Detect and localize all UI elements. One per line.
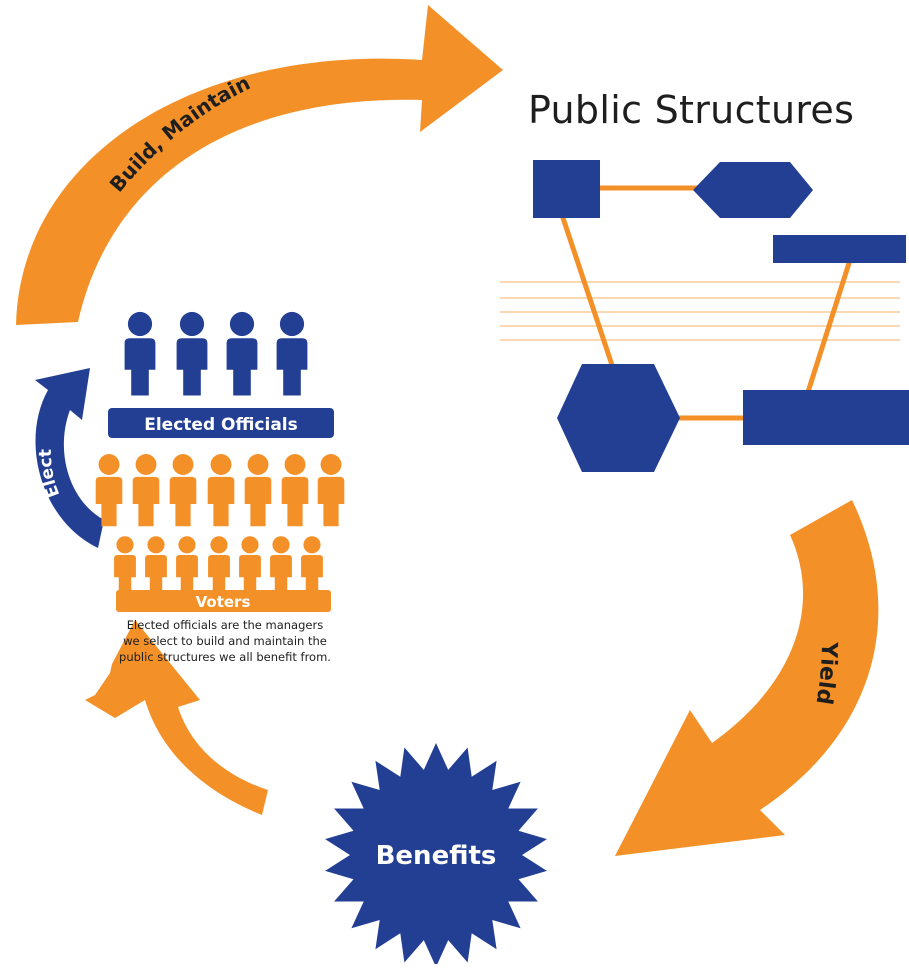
bar-structure-top-shape — [773, 235, 906, 263]
voter-figure — [270, 536, 292, 596]
structure-connectors — [559, 185, 853, 421]
officials-figures — [124, 311, 308, 396]
voter-figure — [208, 536, 230, 596]
return-arrow — [85, 620, 268, 815]
square-structure-shape — [533, 160, 600, 218]
build-maintain-arrow — [16, 5, 503, 325]
hexagon-structure-top-shape — [693, 162, 813, 218]
voter-figure — [132, 454, 160, 527]
elected-officials-label: Elected Officials — [144, 415, 298, 435]
voter-figure — [301, 536, 323, 596]
elected-official-figure — [276, 311, 308, 396]
hexagon-structure-bottom-shape — [557, 364, 680, 472]
elected-official-figure — [124, 311, 156, 396]
elected-official-figure — [176, 311, 208, 396]
caption-line-2: we select to build and maintain the — [123, 634, 327, 648]
voters-banner — [116, 590, 331, 612]
benefits-starburst-shape — [325, 743, 547, 967]
voter-figure — [317, 454, 345, 527]
voter-figure — [244, 454, 272, 527]
voters-label: Voters — [196, 593, 251, 611]
voter-figure — [281, 454, 309, 527]
benefits-label: Benefits — [376, 841, 497, 871]
voter-figure — [169, 454, 197, 527]
voter-figure — [145, 536, 167, 596]
diagram-caption: Elected officials are the managers we se… — [70, 617, 380, 665]
public-structures-title: Public Structures — [528, 88, 855, 132]
voter-figure — [95, 454, 123, 527]
elected-official-figure — [226, 311, 258, 396]
public-structures-network — [500, 160, 909, 472]
elected-officials-group: Elected Officials — [108, 311, 334, 438]
caption-line-3: public structures we all benefit from. — [119, 650, 331, 664]
voters-group: Voters — [95, 454, 345, 612]
voter-figure — [114, 536, 136, 596]
caption-line-1: Elected officials are the managers — [126, 618, 324, 632]
voters-figures-row-1 — [95, 454, 345, 527]
elected-officials-banner — [108, 408, 334, 438]
voter-figure — [207, 454, 235, 527]
yield-arrow — [615, 500, 879, 856]
bar-structure-bottom-shape — [743, 390, 909, 445]
voter-figure — [239, 536, 261, 596]
benefits-badge: Benefits — [325, 743, 547, 967]
elect-arrow — [35, 368, 104, 548]
voter-figure — [176, 536, 198, 596]
voters-figures-row-2 — [114, 536, 323, 596]
